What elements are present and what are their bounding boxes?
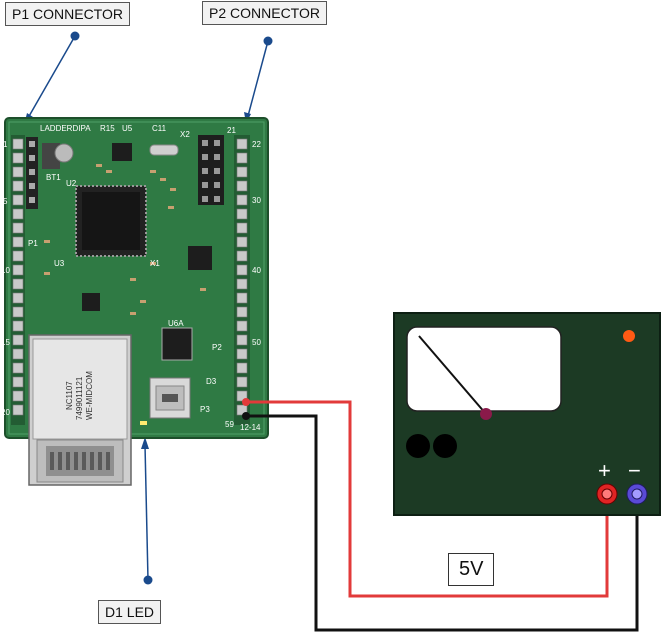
silk-p1: P1: [28, 239, 38, 248]
silk-bt1: BT1: [46, 173, 61, 182]
voltage-label: 5V: [448, 553, 495, 586]
pointer-p2: [244, 36, 273, 123]
crystal: [149, 144, 179, 156]
meter-dial: [406, 326, 562, 412]
p1-connector-label: P1 CONNECTOR: [5, 2, 130, 26]
eth-text-2: 7499011121: [75, 376, 84, 420]
pin-label-20: 20: [1, 408, 10, 417]
ic-u5: [112, 143, 132, 161]
pin-label-22: 22: [252, 140, 261, 149]
silk-u3: U3: [54, 259, 65, 268]
silk-u6a: U6A: [168, 319, 184, 328]
ic-u3: [82, 293, 100, 311]
p2-header: [198, 135, 250, 425]
terminal-plus-label: +: [598, 458, 611, 483]
silk-x2: X2: [180, 130, 190, 139]
usb-connector[interactable]: [149, 377, 191, 419]
pin-label-1: 1: [3, 140, 8, 149]
d1-led: [140, 421, 147, 425]
pointer-p1: [24, 31, 80, 125]
mcu-chip: [75, 185, 147, 257]
pointer-d1: [141, 437, 153, 585]
silk-u5: U5: [122, 124, 133, 133]
pin-label-5: 5: [3, 197, 8, 206]
smd-components: [44, 164, 206, 371]
needle-pivot: [480, 408, 492, 420]
eth-text-1: WE-MIDCOM: [85, 371, 94, 420]
pin-label-10: 10: [1, 266, 10, 275]
indicator-light: [623, 330, 635, 342]
silk-board-name: LADDERDIPA: [40, 124, 91, 133]
black-wire: [242, 412, 639, 632]
voltmeter: + −: [393, 312, 661, 516]
silk-r15: R15: [100, 124, 115, 133]
silk-u2: U2: [66, 179, 77, 188]
p2-connector-label: P2 CONNECTOR: [202, 1, 327, 25]
terminal-minus-label: −: [628, 458, 641, 483]
ethernet-jack[interactable]: [28, 334, 132, 486]
meter-knob-right[interactable]: [433, 434, 457, 458]
silk-c11: C11: [152, 124, 167, 133]
pin-label-50: 50: [252, 338, 261, 347]
red-wire: [242, 398, 609, 598]
pin-label-21: 21: [227, 126, 236, 135]
terminal-negative[interactable]: [626, 483, 648, 505]
meter-knob-left[interactable]: [406, 434, 430, 458]
battery-bt1: [42, 143, 74, 169]
silk-p2: P2: [212, 343, 222, 352]
d1-led-label: D1 LED: [98, 600, 162, 624]
p1-header: [11, 135, 38, 425]
ic-regulator: [188, 246, 212, 270]
silk-x1: X1: [150, 259, 160, 268]
pin-label-15: 15: [1, 338, 10, 347]
meter-needle: [418, 335, 487, 415]
silk-rev: 12-14: [240, 423, 261, 432]
terminal-positive[interactable]: [596, 483, 618, 505]
eth-text-3: NC1107: [65, 381, 74, 410]
pcb-board: LADDERDIPA R15 U5 C11 X2 BT1 U2 U3 X1 U6…: [1, 117, 269, 486]
silk-d3: D3: [206, 377, 217, 386]
silk-p3: P3: [200, 405, 210, 414]
pin-label-40: 40: [252, 266, 261, 275]
silk-pin-59: 59: [225, 420, 234, 429]
ic-d3: [161, 327, 193, 361]
pin-label-30: 30: [252, 196, 261, 205]
